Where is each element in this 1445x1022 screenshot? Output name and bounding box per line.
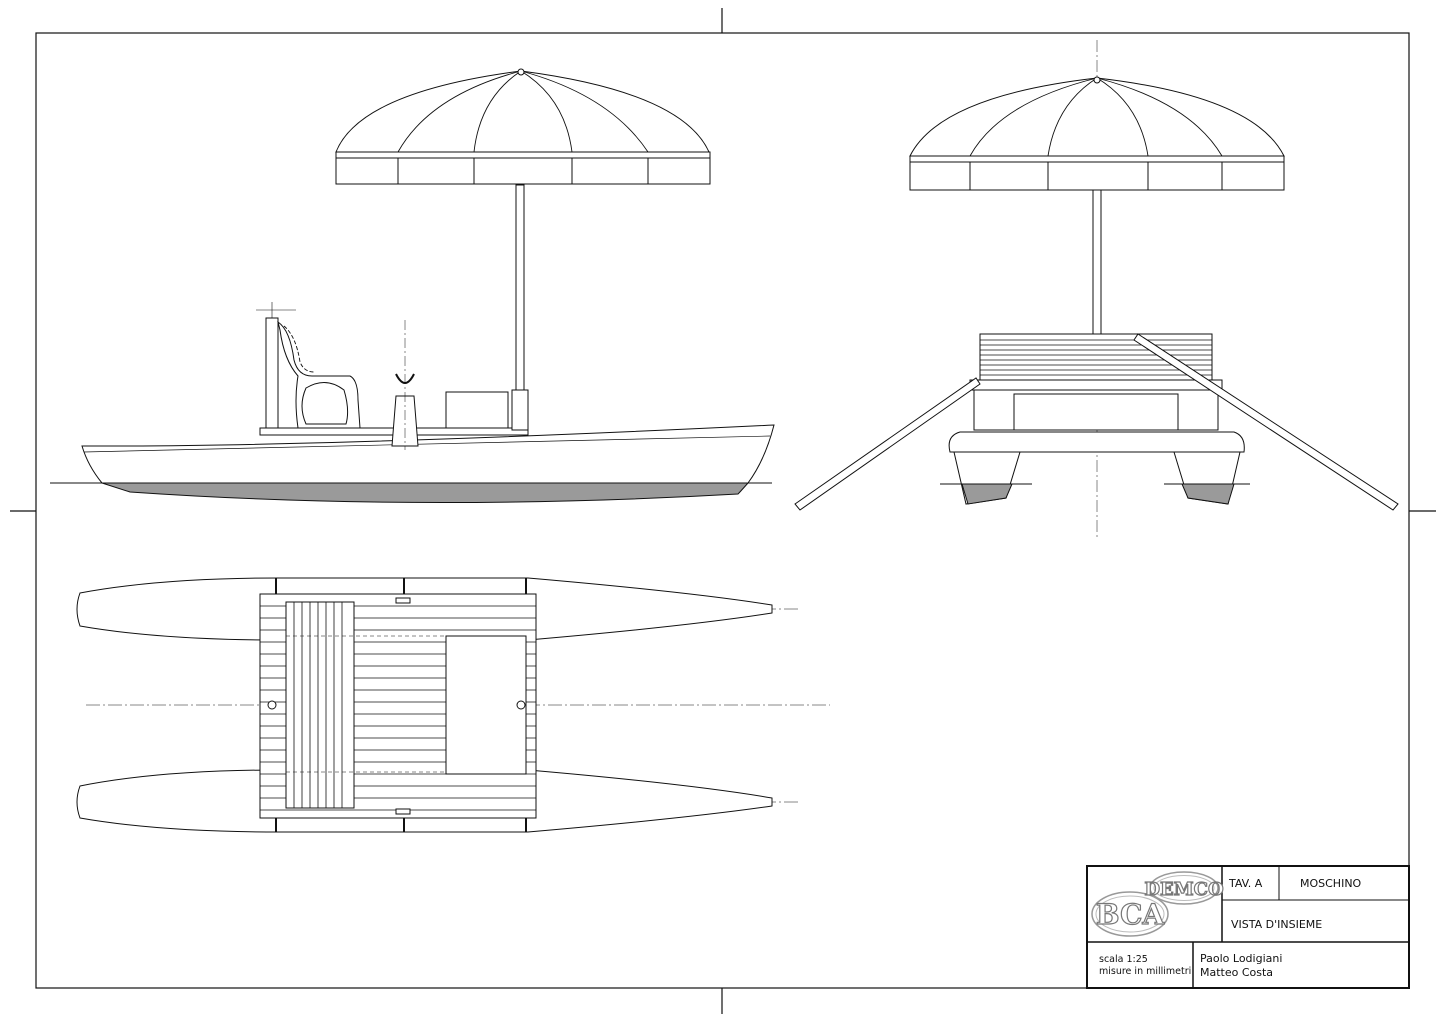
- hull-side: [81, 424, 775, 484]
- bench-plan: [285, 601, 355, 809]
- hull-underwater: [101, 482, 750, 504]
- umbrella-canopy-side: [335, 70, 710, 153]
- author-2: Matteo Costa: [1200, 966, 1273, 979]
- sheet-border: [10, 8, 1436, 1014]
- umbrella-canopy-front: [909, 77, 1285, 157]
- author-1: Paolo Lodigiani: [1200, 952, 1282, 965]
- front-elevation-view: [794, 40, 1399, 540]
- pontoon-deck-front: [948, 431, 1245, 453]
- oar-right: [1133, 333, 1399, 511]
- bench-back: [979, 333, 1213, 381]
- storage-box-plan: [445, 635, 527, 775]
- side-elevation-view: [50, 68, 775, 504]
- logo-line-2: BCA: [1096, 898, 1165, 931]
- logo-line-1: DEMCO: [1144, 879, 1223, 900]
- storage-box: [445, 391, 509, 429]
- units-label: misure in millimetri: [1099, 966, 1191, 977]
- scale-label: scala 1:25: [1099, 954, 1148, 965]
- plan-view: [76, 577, 830, 833]
- seat-post: [265, 317, 279, 429]
- bca-demco-logo: DEMCO BCA: [1091, 871, 1224, 937]
- project-name: MOSCHINO: [1300, 877, 1362, 890]
- pedal-crank-stand: [391, 395, 419, 447]
- drawing-title: VISTA D'INSIEME: [1231, 918, 1322, 931]
- sheet-label: TAV. A: [1228, 877, 1263, 890]
- oar-left: [794, 377, 981, 511]
